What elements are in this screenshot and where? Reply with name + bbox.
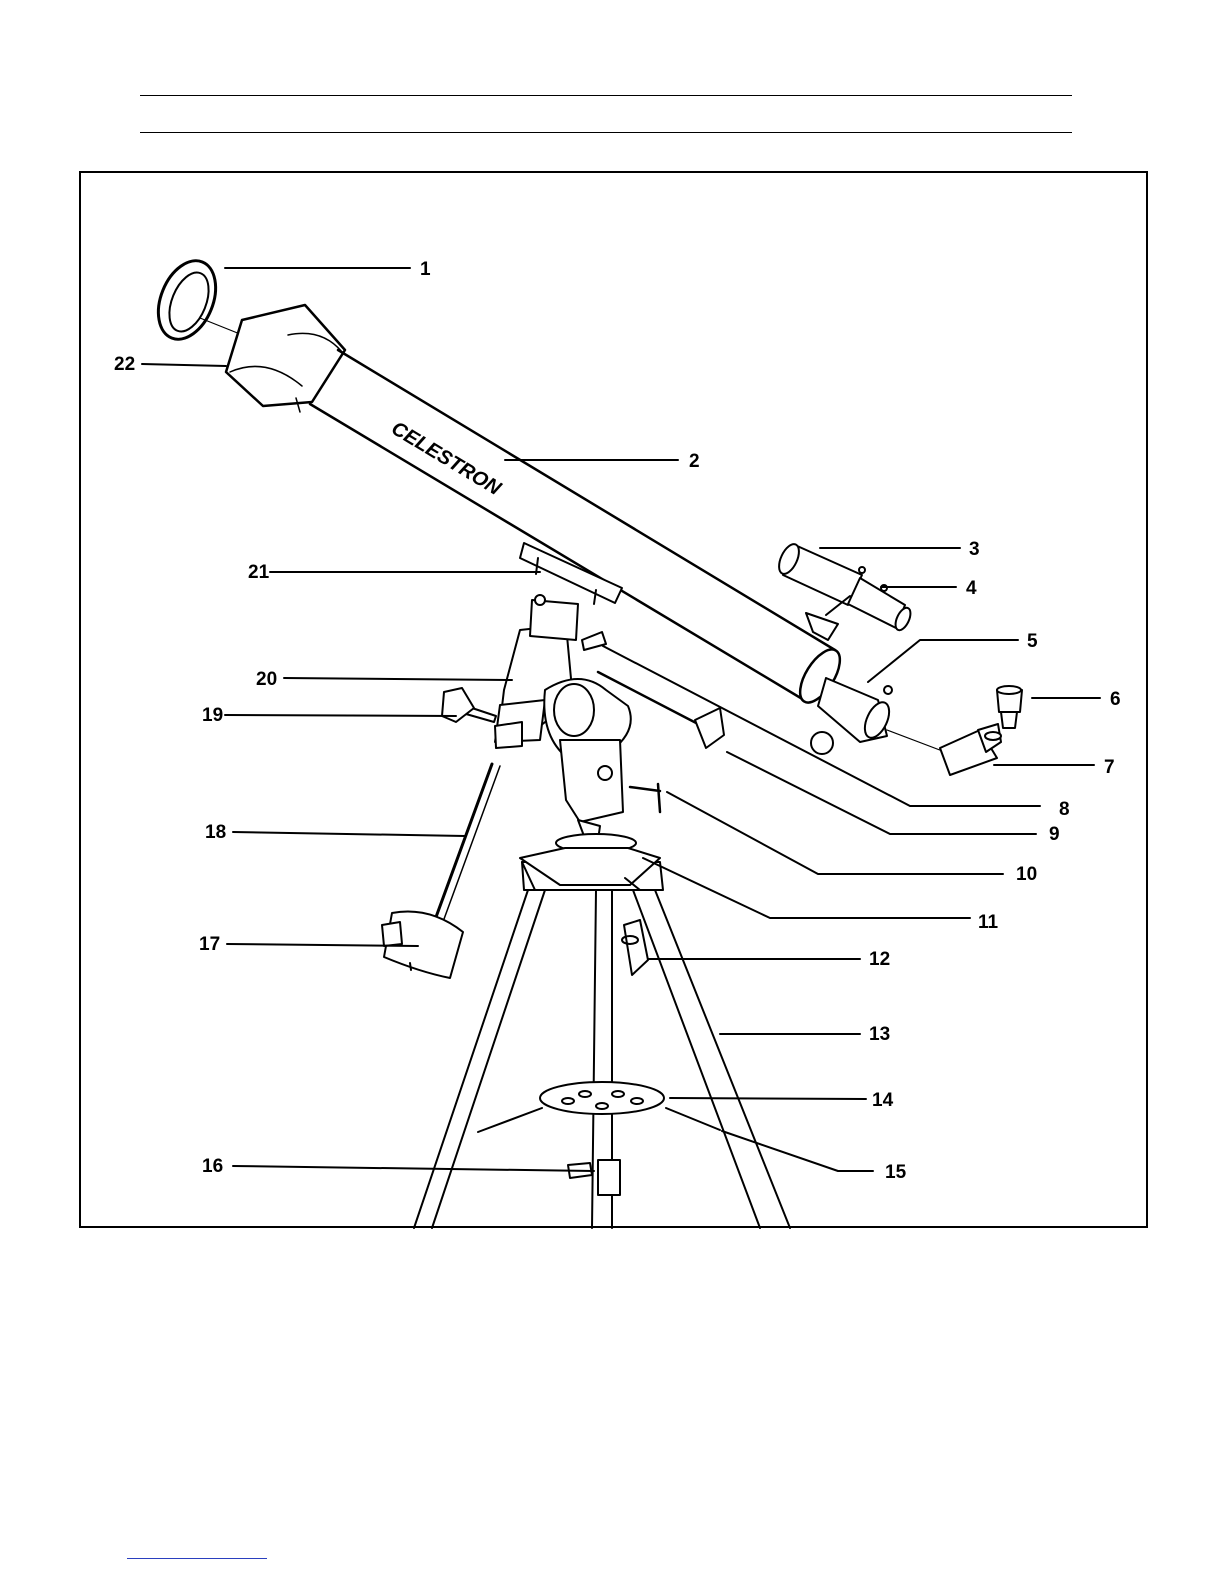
eyepiece (997, 686, 1022, 728)
callout-9: 9 (1049, 825, 1060, 844)
callout-3: 3 (969, 540, 980, 559)
callout-21: 21 (248, 563, 269, 582)
callout-4: 4 (966, 579, 977, 598)
counterweight-shaft (432, 764, 500, 930)
callout-6: 6 (1110, 690, 1121, 709)
callout-17: 17 (199, 935, 220, 954)
callout-16: 16 (202, 1157, 223, 1176)
tube-mounting-bracket (520, 543, 622, 604)
dew-cap-ring (148, 252, 240, 348)
callout-1: 1 (420, 260, 431, 279)
callout-10: 10 (1016, 865, 1037, 884)
callout-14: 14 (872, 1091, 893, 1110)
tripod-legs (414, 890, 790, 1228)
callout-20: 20 (256, 670, 277, 689)
footer-link-underline (127, 1558, 267, 1559)
callout-13: 13 (869, 1025, 890, 1044)
callout-11: 11 (978, 913, 998, 932)
accessory-tray (540, 1082, 664, 1114)
callout-2: 2 (689, 452, 700, 471)
callout-8: 8 (1059, 800, 1070, 819)
focuser (811, 678, 945, 754)
callout-5: 5 (1027, 632, 1038, 651)
tripod-head (520, 834, 663, 890)
star-diagonal (940, 724, 1001, 775)
tube-logo: CELESTRON (387, 417, 505, 500)
callout-12: 12 (869, 950, 890, 969)
callout-22: 22 (114, 355, 135, 374)
callout-7: 7 (1104, 758, 1115, 777)
callout-19: 19 (202, 706, 223, 725)
callout-18: 18 (205, 823, 226, 842)
equatorial-mount (442, 595, 724, 840)
callout-15: 15 (885, 1163, 906, 1182)
